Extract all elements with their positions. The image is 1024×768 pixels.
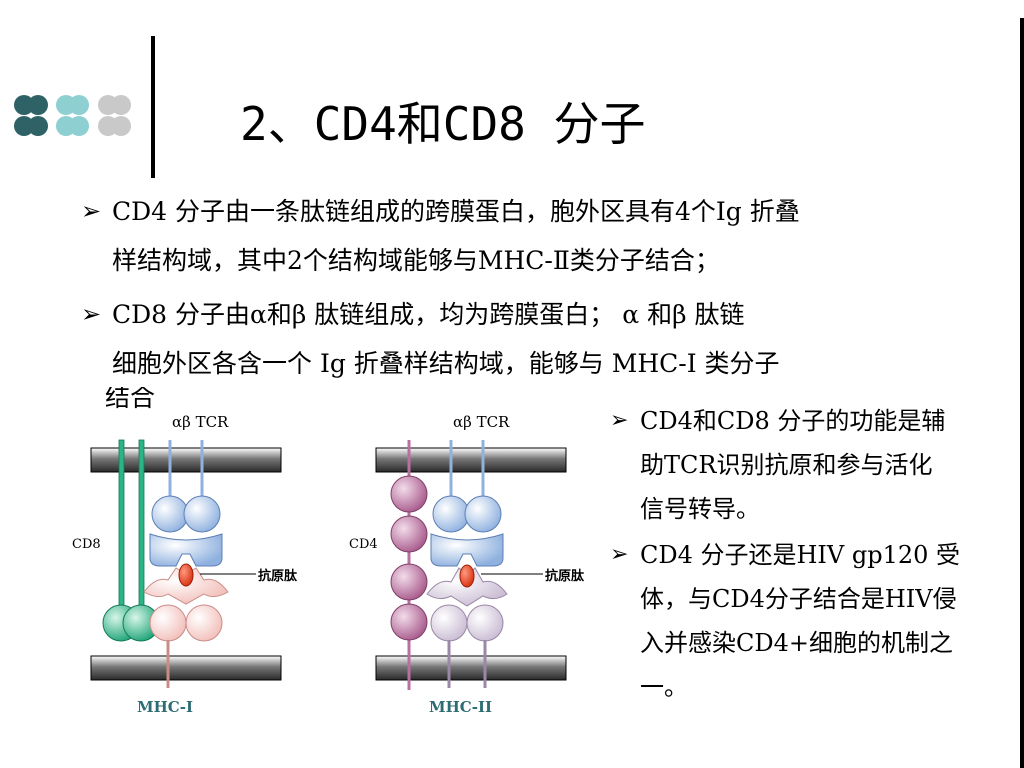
panel-mhc-i: αβ TCR 抗原肽 CD8 MHC-I — [72, 413, 298, 716]
bullet-arrow-icon: ➢ — [81, 300, 102, 328]
apc-membrane — [90, 655, 282, 681]
tcr-label: αβ TCR — [453, 413, 510, 431]
cd8-label: CD8 — [72, 537, 101, 552]
bullet-hiv-receptor: ➢ CD4 分子还是HIV gp120 受 体，与CD4分子结合是HIV侵 入并… — [610, 533, 961, 709]
bullet-line: CD8 分子由α和β 肽链组成，均为跨膜蛋白； α 和β 肽链 — [112, 300, 745, 329]
apc-membrane — [375, 655, 567, 681]
bullet-line: 细胞外区各含一个 Ig 折叠样结构域，能够与 MHC-I 类分子 — [112, 349, 780, 378]
bullet-line: 一。 — [640, 673, 688, 701]
dot-cluster-dark — [14, 95, 48, 136]
mhc-ii-label: MHC-II — [429, 698, 492, 716]
dot-cluster-teal — [56, 95, 89, 136]
bullet-arrow-icon: ➢ — [610, 542, 629, 567]
bullet-line: CD4 分子还是HIV gp120 受 — [640, 541, 961, 569]
bullet-line: CD4和CD8 分子的功能是辅 — [640, 407, 946, 435]
beta2-microglobulin — [185, 604, 223, 642]
panel-mhc-ii: αβ TCR 抗原肽 CD4 MHC-II — [349, 413, 585, 716]
bullet-arrow-icon: ➢ — [610, 408, 629, 433]
bullet-cd8-structure: ➢ CD8 分子由α和β 肽链组成，均为跨膜蛋白； α 和β 肽链 细胞外区各含… — [81, 290, 780, 388]
cd4-d3-domain — [390, 515, 428, 553]
cd8-beta-stalk — [138, 439, 145, 617]
cd4-label: CD4 — [349, 537, 378, 552]
bullet-line: 入并感染CD4+细胞的机制之 — [640, 629, 953, 657]
tcr-constant-domain — [464, 495, 502, 533]
cd8-alpha-stalk — [118, 439, 125, 617]
tcr-variable-domain — [149, 533, 223, 567]
bullet-line: CD4 分子由一条肽链组成的跨膜蛋白，胞外区具有4个Ig 折叠 — [112, 197, 800, 226]
tcr-constant-domain — [432, 495, 470, 533]
bullet-line: 助TCR识别抗原和参与活化 — [640, 451, 933, 479]
mhc-i-label: MHC-I — [137, 698, 193, 716]
antigen-peptide — [459, 564, 475, 588]
cd4-d2-domain — [390, 563, 428, 601]
t-cell-membrane — [375, 447, 567, 473]
tcr-label: αβ TCR — [172, 413, 229, 431]
mhc-coreceptor-diagram: αβ TCR 抗原肽 CD8 MHC-I αβ TCR — [72, 413, 585, 716]
slide-title: 2、CD4和CD8 分子 — [240, 97, 646, 151]
bullet-line: 结合 — [105, 387, 156, 412]
tcr-constant-domain — [151, 495, 189, 533]
mhc-ii-alpha2-domain — [430, 604, 468, 642]
bullet-function: ➢ CD4和CD8 分子的功能是辅 助TCR识别抗原和参与活化 信号转导。 — [610, 399, 946, 531]
cd4-d1-domain — [390, 603, 428, 641]
antigen-peptide — [178, 563, 194, 587]
tcr-variable-domain — [430, 533, 504, 567]
mhc-ii-beta2-domain — [466, 604, 504, 642]
bullet-line: 信号转导。 — [640, 495, 760, 523]
tcr-constant-domain — [183, 495, 221, 533]
title-divider — [151, 36, 155, 178]
cd4-d4-domain — [390, 475, 428, 513]
bullet-cd4-structure: ➢ CD4 分子由一条肽链组成的跨膜蛋白，胞外区具有4个Ig 折叠 样结构域，其… — [81, 187, 800, 285]
peptide-label: 抗原肽 — [545, 568, 585, 584]
bullet-line: 样结构域，其中2个结构域能够与MHC-Ⅱ类分子结合； — [112, 246, 720, 275]
bullet-arrow-icon: ➢ — [81, 197, 102, 225]
bullet-overflow-line: 结合 — [105, 387, 405, 413]
bullet-line: 体，与CD4分子结合是HIV侵 — [640, 585, 957, 613]
peptide-label: 抗原肽 — [258, 568, 298, 584]
decorative-dots-icon — [14, 95, 131, 136]
slide-right-border — [1020, 18, 1024, 768]
dot-cluster-gray — [98, 95, 131, 136]
mhc-i-alpha3-domain — [149, 604, 187, 642]
